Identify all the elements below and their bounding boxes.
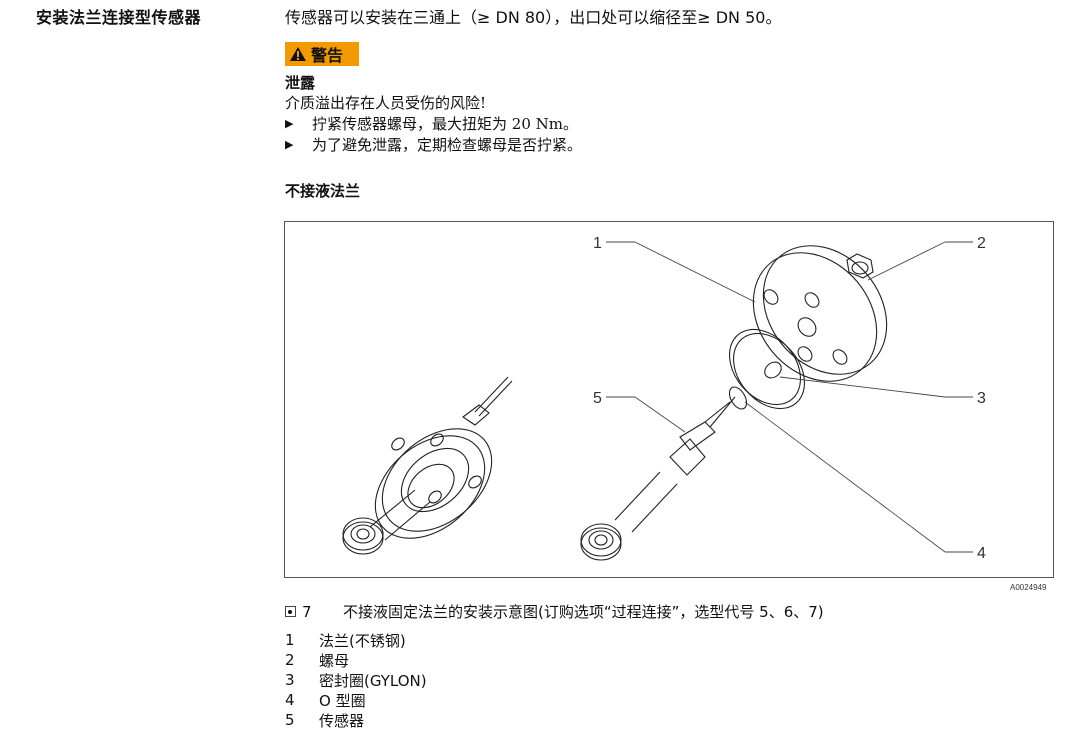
- figure-id: A0024949: [1010, 583, 1047, 592]
- warning-text: 介质溢出存在人员受伤的风险!: [285, 94, 487, 112]
- action-text: 为了避免泄露，定期检查螺母是否拧紧。: [312, 136, 583, 154]
- legend-number: 2: [285, 651, 295, 669]
- callout-4: 4: [977, 545, 986, 562]
- figure-icon: [285, 606, 296, 617]
- warning-title: 泄露: [285, 74, 316, 92]
- legend-number: 3: [285, 671, 295, 689]
- legend-item: 4 O 型圈: [285, 690, 427, 710]
- figure-legend: 1 法兰(不锈钢) 2 螺母 3 密封圈(GYLON) 4 O 型圈 5 传感器: [285, 630, 427, 730]
- bullet-arrow-icon: ▶: [285, 117, 294, 130]
- figure-caption: 7 不接液固定法兰的安装示意图(订购选项“过程连接”，选型代号 5、6、7): [285, 601, 824, 622]
- warning-triangle-icon: [290, 47, 306, 61]
- legend-item: 1 法兰(不锈钢): [285, 630, 427, 650]
- action-text: 拧紧传感器螺母，最大扭矩为 20 Nm。: [312, 115, 578, 133]
- legend-number: 4: [285, 691, 295, 709]
- legend-label: 螺母: [319, 651, 350, 670]
- legend-label: 密封圈(GYLON): [319, 671, 427, 690]
- warning-actions: ▶ 拧紧传感器螺母，最大扭矩为 20 Nm。 ▶ 为了避免泄露，定期检查螺母是否…: [285, 113, 582, 155]
- legend-item: 2 螺母: [285, 650, 427, 670]
- legend-label: 传感器: [319, 711, 365, 730]
- warning-label: 警告: [311, 46, 344, 65]
- bullet-arrow-icon: ▶: [285, 138, 294, 151]
- caption-number: 7: [285, 601, 343, 622]
- section-side-heading: 安装法兰连接型传感器: [36, 8, 202, 27]
- caption-number-text: 7: [302, 602, 312, 621]
- legend-number: 1: [285, 631, 295, 649]
- legend-item: 3 密封圈(GYLON): [285, 670, 427, 690]
- caption-text: 不接液固定法兰的安装示意图(订购选项“过程连接”，选型代号 5、6、7): [343, 603, 824, 621]
- legend-number: 5: [285, 711, 295, 729]
- installation-figure: 1 2 3 4 5: [284, 221, 1054, 578]
- intro-paragraph: 传感器可以安装在三通上（≥ DN 80），出口处可以缩径至≥ DN 50。: [285, 8, 782, 27]
- legend-label: O 型圈: [319, 691, 366, 710]
- callout-1: 1: [593, 235, 602, 252]
- legend-item: 5 传感器: [285, 710, 427, 730]
- exploded-view-drawing: 1 2 3 4 5: [342, 235, 986, 562]
- subsection-heading: 不接液法兰: [285, 182, 361, 200]
- action-item: ▶ 为了避免泄露，定期检查螺母是否拧紧。: [285, 134, 582, 155]
- callout-2: 2: [977, 235, 986, 252]
- callout-5: 5: [593, 390, 602, 407]
- legend-label: 法兰(不锈钢): [319, 631, 406, 650]
- warning-badge: 警告: [285, 42, 359, 66]
- callout-3: 3: [977, 390, 986, 407]
- action-item: ▶ 拧紧传感器螺母，最大扭矩为 20 Nm。: [285, 113, 582, 134]
